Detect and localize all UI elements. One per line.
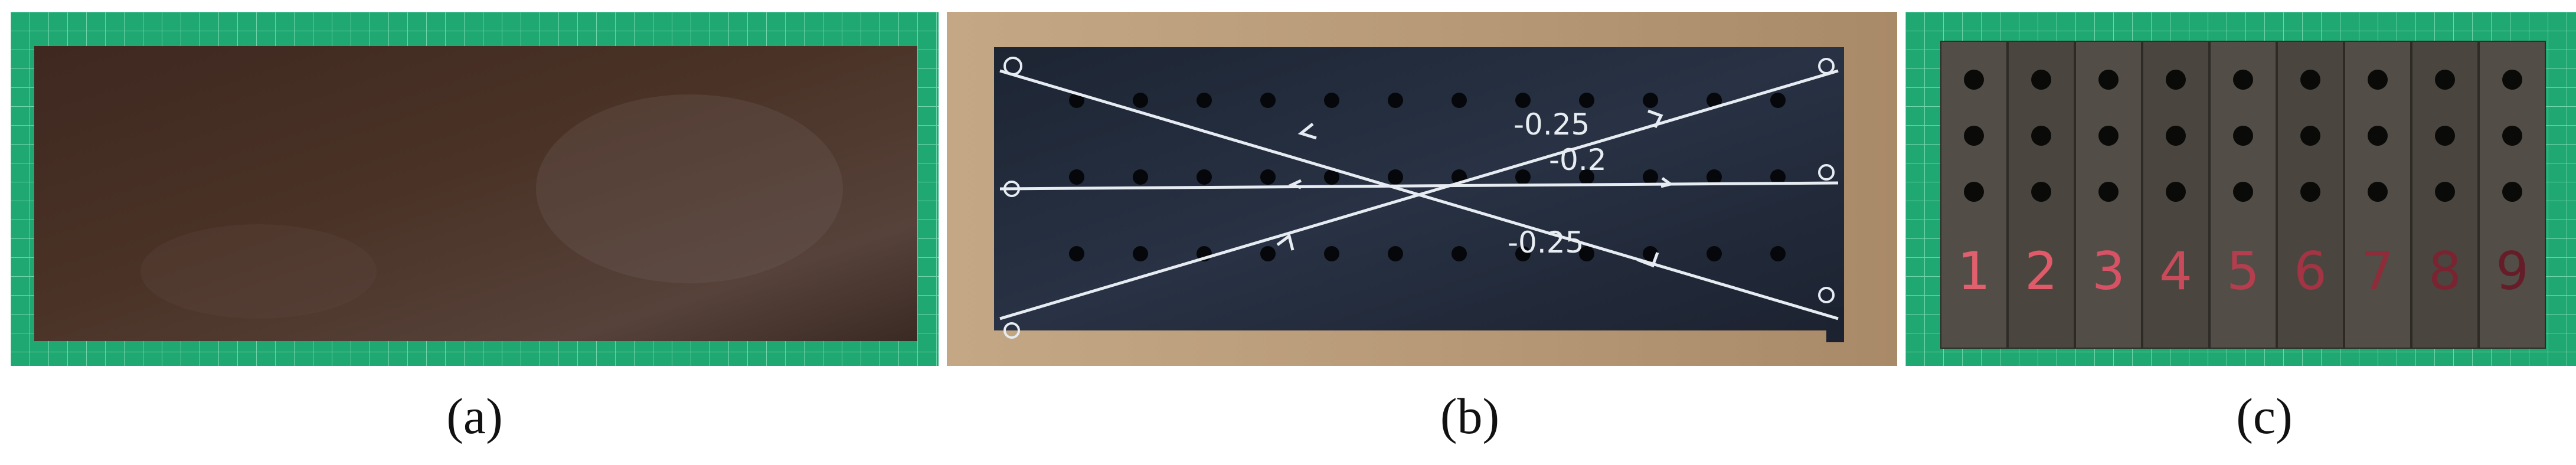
- strip-hole: [2300, 70, 2320, 90]
- drilled-hole: [1197, 169, 1212, 185]
- strip-hole: [2368, 126, 2388, 146]
- drilled-hole: [1770, 169, 1786, 185]
- annotation-upper: -0.25: [1513, 107, 1590, 142]
- strip-hole: [1964, 70, 1984, 90]
- steel-plate: [34, 46, 917, 341]
- strip-number: 3: [2092, 241, 2125, 302]
- strip-2: 2: [2008, 41, 2075, 349]
- strip-hole: [2098, 182, 2119, 202]
- drilled-hole: [1579, 93, 1594, 108]
- drilled-hole: [1707, 246, 1722, 261]
- strip-number: 7: [2361, 241, 2394, 302]
- strip-number: 6: [2294, 241, 2327, 302]
- strip-hole: [2031, 126, 2051, 146]
- raw-plate-photo: [11, 12, 939, 366]
- drilled-plate-photo: -0.25 -0.2 -0.25: [947, 12, 1897, 366]
- caption-b: (b): [1440, 388, 1500, 444]
- drilled-hole: [1133, 93, 1148, 108]
- strip-7: 7: [2344, 41, 2411, 349]
- strip-6: 6: [2277, 41, 2344, 349]
- drilled-hole: [1515, 246, 1531, 261]
- drilled-hole: [1515, 93, 1531, 108]
- drilled-hole: [1069, 93, 1084, 108]
- strip-hole: [2031, 70, 2051, 90]
- drilled-hole: [1324, 169, 1339, 185]
- strip-hole: [2233, 182, 2253, 202]
- strip-hole: [2166, 126, 2186, 146]
- caption-c: (c): [2236, 388, 2293, 444]
- strip-hole: [2233, 126, 2253, 146]
- strip-hole: [2166, 70, 2186, 90]
- strip-hole: [2502, 182, 2522, 202]
- strip-number: 2: [2025, 241, 2058, 302]
- annotation-middle: -0.2: [1549, 143, 1607, 177]
- annotation-lower: -0.25: [1508, 225, 1584, 260]
- drilled-hole: [1069, 246, 1084, 261]
- strip-number: 8: [2428, 241, 2461, 302]
- strip-hole: [2435, 182, 2455, 202]
- strip-hole: [2502, 70, 2522, 90]
- strip-hole: [2233, 70, 2253, 90]
- drilled-hole: [1770, 93, 1786, 108]
- strip-hole: [2368, 182, 2388, 202]
- strip-hole: [2435, 126, 2455, 146]
- strip-hole: [2300, 126, 2320, 146]
- drilled-hole: [1579, 169, 1594, 185]
- chalk-lines: [999, 69, 1839, 320]
- drilled-hole: [1260, 246, 1276, 261]
- drilled-hole: [1452, 246, 1467, 261]
- strip-3: 3: [2075, 41, 2142, 349]
- strip-9: 9: [2479, 41, 2546, 349]
- drilled-hole: [1388, 246, 1403, 261]
- strip-4: 4: [2142, 41, 2209, 349]
- strip-number: 1: [1957, 241, 1990, 302]
- strip-1: 1: [1940, 41, 2008, 349]
- strip-hole: [2502, 126, 2522, 146]
- drilled-hole: [1579, 246, 1594, 261]
- strip-hole: [2098, 126, 2119, 146]
- drilled-hole: [1770, 246, 1786, 261]
- strip-hole: [2166, 182, 2186, 202]
- drilled-hole: [1388, 93, 1403, 108]
- strip-hole: [2368, 70, 2388, 90]
- drilled-hole: [1133, 169, 1148, 185]
- drilled-hole: [1707, 93, 1722, 108]
- drilled-hole: [1452, 93, 1467, 108]
- drilled-hole: [1069, 169, 1084, 185]
- strip-number: 4: [2159, 241, 2192, 302]
- drilled-hole: [1324, 246, 1339, 261]
- strip-5: 5: [2209, 41, 2277, 349]
- drilled-hole: [1260, 169, 1276, 185]
- drilled-hole: [1324, 93, 1339, 108]
- strip-hole: [2098, 70, 2119, 90]
- drilled-hole: [1133, 246, 1148, 261]
- caption-a: (a): [446, 388, 503, 444]
- drilled-hole: [1388, 169, 1403, 185]
- strip-hole: [2300, 182, 2320, 202]
- photo-panel-a: [11, 12, 939, 366]
- strip-hole: [1964, 126, 1984, 146]
- drilled-hole: [1260, 93, 1276, 108]
- drilled-hole: [1515, 169, 1531, 185]
- strip-hole: [1964, 182, 1984, 202]
- strip-hole: [2031, 182, 2051, 202]
- photo-panel-b: -0.25 -0.2 -0.25: [947, 12, 1897, 366]
- drilled-hole: [1707, 169, 1722, 185]
- drilled-holes: [1069, 93, 1786, 261]
- strip-hole: [2435, 70, 2455, 90]
- drilled-hole: [1197, 93, 1212, 108]
- strip-number: 9: [2496, 241, 2529, 302]
- strip-number: 5: [2227, 241, 2260, 302]
- strip-8: 8: [2411, 41, 2479, 349]
- drilled-hole: [1643, 93, 1658, 108]
- drilled-hole: [1643, 169, 1658, 185]
